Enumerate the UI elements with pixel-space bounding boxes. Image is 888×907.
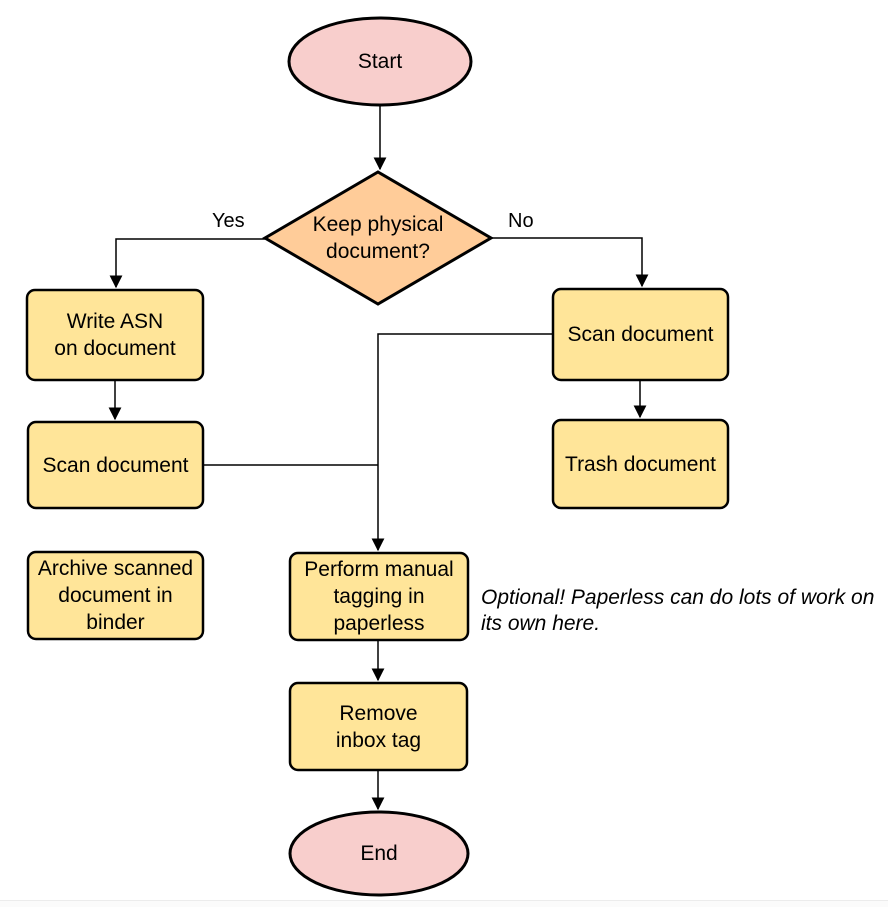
end-label: End (360, 842, 398, 865)
edge-label-no: No (508, 210, 534, 232)
page-bottom-edge-strip (0, 901, 888, 907)
scan-document-right-label: Scan document (567, 323, 714, 346)
optional-annotation: Optional! Paperless can do lots of work … (481, 586, 875, 635)
edge-scan-right-to-perform-tagging (371, 333, 553, 552)
decision-diamond-shape (262, 170, 494, 306)
edge-decision-yes-to-write-asn (109, 238, 265, 289)
end-terminal-shape (288, 810, 470, 897)
trash-document-label: Trash document (565, 452, 716, 476)
decision-label: Keep physical document? (312, 213, 444, 263)
scan-document-right-process-shape (551, 287, 730, 382)
start-terminal-shape (287, 16, 473, 107)
archive-process-shape (26, 550, 205, 641)
remove-inbox-tag-label: Remove inbox tag (335, 701, 422, 752)
archive-label: Archive scanned document in binder (37, 557, 194, 634)
trash-document-process-shape (551, 418, 730, 510)
start-label: Start (357, 50, 403, 73)
perform-tagging-process-shape (288, 551, 470, 642)
edge-label-yes: Yes (212, 210, 245, 232)
scan-document-left-process-shape (26, 420, 205, 510)
perform-tagging-label: Perform manual tagging in paperless (304, 558, 454, 635)
page-bottom-edge-line (0, 900, 888, 901)
scan-document-left-label: Scan document (42, 453, 189, 477)
edge-decision-no-to-scan-right (491, 237, 649, 288)
write-asn-label: Write ASN on document (54, 310, 176, 360)
remove-inbox-tag-process-shape (288, 681, 469, 772)
write-asn-process-shape (25, 288, 205, 382)
